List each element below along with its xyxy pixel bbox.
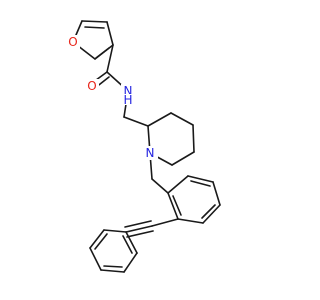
amide-oxygen-label: O xyxy=(87,79,96,93)
furan-oxygen-label: O xyxy=(68,35,77,49)
benzene-ring-lower xyxy=(89,229,138,273)
benzene-ring-upper xyxy=(167,175,221,224)
alkyne-bond xyxy=(124,218,179,238)
furan-ring xyxy=(72,20,114,60)
amide-hydrogen-label: H xyxy=(123,93,132,107)
piperidine-nitrogen-label: N xyxy=(146,146,155,160)
piperidine-ring xyxy=(123,112,195,166)
molecule-structure: O O N H N xyxy=(66,20,221,273)
atom-labels: O O N H N xyxy=(66,35,158,160)
amide-nitrogen-label: N xyxy=(124,84,133,98)
